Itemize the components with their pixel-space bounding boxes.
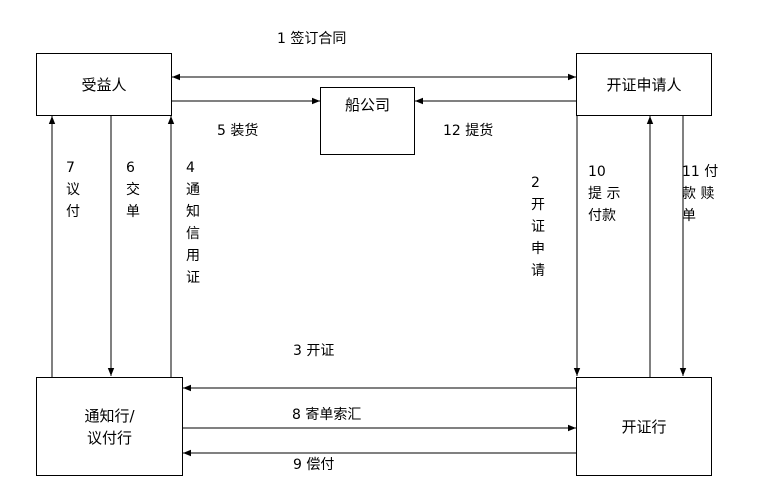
node-advising-bank-label: 通知行/ 议付行 — [84, 406, 135, 447]
step-1-label: 1 签订合同 — [277, 31, 347, 47]
node-applicant: 开证申请人 — [576, 53, 712, 116]
node-beneficiary-label: 受益人 — [81, 75, 127, 94]
step-10-label: 10 提 示 付款 — [588, 164, 621, 224]
node-advising-bank: 通知行/ 议付行 — [36, 377, 183, 476]
step-8-label: 8 寄单索汇 — [292, 407, 362, 423]
node-shipping-company: 船公司 — [320, 87, 415, 155]
node-shipping-company-label: 船公司 — [344, 96, 390, 114]
node-beneficiary: 受益人 — [36, 53, 172, 116]
step-3-label: 3 开证 — [293, 343, 335, 359]
step-9-label: 9 偿付 — [293, 457, 335, 473]
step-4-label: 4 通 知 信 用 证 — [186, 160, 200, 286]
step-2-label: 2 开 证 申 请 — [531, 175, 545, 279]
node-applicant-label: 开证申请人 — [606, 75, 682, 94]
step-12-label: 12 提货 — [443, 123, 494, 139]
step-5-label: 5 装货 — [217, 123, 259, 139]
step-11-label: 11 付 款 赎 单 — [682, 164, 719, 224]
step-6-label: 6 交 单 — [126, 160, 140, 220]
step-7-label: 7 议 付 — [66, 160, 80, 220]
node-issuing-bank: 开证行 — [576, 377, 712, 476]
node-issuing-bank-label: 开证行 — [621, 417, 667, 436]
